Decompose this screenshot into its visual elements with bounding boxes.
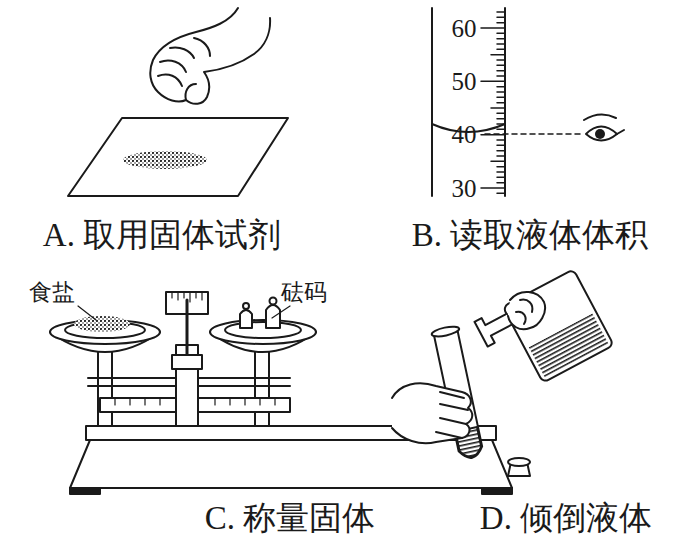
panel-caption: C. 称量固体	[205, 502, 376, 535]
scale-tick	[497, 150, 505, 152]
scale-tick	[497, 182, 505, 184]
scale-tick	[497, 11, 505, 13]
scale-tick	[497, 155, 505, 157]
scale-tick	[497, 86, 505, 88]
scale-tick	[497, 75, 505, 77]
scale-tick	[497, 91, 505, 93]
panel-caption: D. 倾倒液体	[480, 502, 652, 535]
scale-tick	[497, 33, 505, 35]
scale-tick	[497, 166, 505, 168]
part-label: 食盐	[29, 281, 75, 304]
scale-number: 60	[452, 16, 477, 41]
scale-tick	[497, 38, 505, 40]
scale-number: 40	[452, 122, 477, 147]
part-label: 砝码	[281, 281, 327, 304]
scale-tick	[481, 27, 505, 29]
scale-tick	[497, 139, 505, 141]
scale-tick	[497, 97, 505, 99]
scale-tick	[497, 43, 505, 45]
scale-tick	[497, 129, 505, 131]
scale-number: 50	[452, 69, 477, 94]
panel-caption: B. 读取液体体积	[412, 219, 649, 252]
scale-tick	[497, 145, 505, 147]
scale-tick	[491, 161, 505, 163]
scale-tick	[497, 65, 505, 67]
scale-tick	[497, 193, 505, 195]
scale-tick	[497, 22, 505, 24]
scale-tick	[491, 54, 505, 56]
scale-tick	[481, 81, 505, 83]
scale-tick	[497, 123, 505, 125]
scale-tick	[481, 187, 505, 189]
scale-tick	[497, 177, 505, 179]
scale-tick	[497, 171, 505, 173]
scale-number: 30	[452, 176, 477, 201]
scale-tick	[497, 49, 505, 51]
scale-tick	[497, 59, 505, 61]
scale-tick	[497, 17, 505, 19]
scale-tick	[491, 107, 505, 109]
scale-tick	[497, 113, 505, 115]
scale-tick	[497, 118, 505, 120]
scale-tick	[497, 102, 505, 104]
scale-tick	[481, 134, 505, 136]
scale-tick	[497, 70, 505, 72]
panel-caption: A. 取用固体试剂	[43, 219, 281, 252]
